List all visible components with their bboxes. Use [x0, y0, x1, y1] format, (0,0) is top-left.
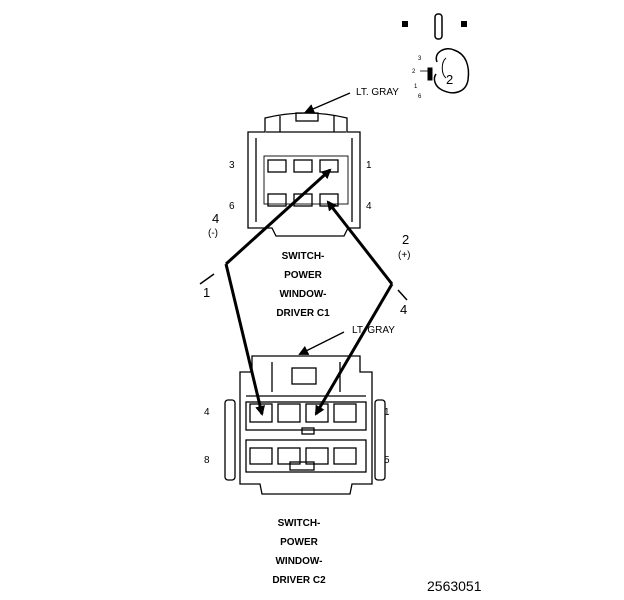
negative-lead-c1-pin: 1 [203, 285, 211, 300]
c2-connector [224, 355, 386, 495]
c1-pin-label: 3 [229, 160, 235, 171]
figure-number: 2563051 [427, 578, 482, 594]
legend-pin-label: 1 [414, 84, 418, 90]
caption-line: DRIVER C2 [272, 575, 326, 586]
positive-lead-to-c1 [326, 200, 394, 285]
c2-cavity [277, 403, 301, 423]
negative-lead-to-c1 [224, 168, 332, 266]
negative-lead-to-c2 [224, 263, 265, 416]
c2-pin-label: 8 [204, 455, 210, 466]
caption-line: POWER [280, 537, 318, 548]
c2-caption: SWITCH- POWER WINDOW- DRIVER C2 [254, 514, 344, 590]
caption-line: SWITCH- [281, 251, 325, 262]
negative-lead-end [199, 273, 215, 285]
negative-lead-sign: (-) [208, 228, 218, 239]
c1-caption: SWITCH- POWER WINDOW- DRIVER C1 [258, 247, 348, 323]
legend-symbol [402, 13, 470, 94]
positive-lead-end [397, 289, 408, 301]
c1-pin-label: 1 [366, 160, 372, 171]
jumper-leads [224, 168, 394, 416]
legend-pin-label: 3 [418, 56, 422, 62]
caption-line: SWITCH- [277, 518, 321, 529]
caption-line: WINDOW- [279, 289, 327, 300]
c2-cavity [249, 447, 273, 465]
c2-cavity [277, 447, 301, 465]
legend-pin-label: 2 [412, 69, 416, 75]
c1-pin-label: 4 [366, 201, 372, 212]
legend-number: 2 [446, 72, 454, 87]
c2-color-label: LT. GRAY [352, 325, 395, 336]
c1-cavity [293, 159, 313, 173]
c2-cavity [333, 403, 357, 423]
c2-cavity [305, 403, 329, 423]
c1-cavity [267, 159, 287, 173]
c2-pin-label: 5 [384, 455, 390, 466]
legend-pin-label: 6 [418, 94, 422, 100]
c1-connector [247, 112, 361, 237]
positive-lead-sign: (+) [398, 250, 411, 261]
positive-lead-pin: 2 [402, 232, 410, 247]
c1-cavity [267, 193, 287, 207]
c2-pin-label: 4 [204, 407, 210, 418]
c1-color-arrow [304, 92, 351, 114]
negative-lead-pin: 4 [212, 211, 220, 226]
positive-lead-to-c2 [314, 283, 394, 416]
c2-pin-label: 1 [384, 407, 390, 418]
c2-color-arrow [298, 331, 345, 355]
caption-line: WINDOW- [275, 556, 323, 567]
caption-line: POWER [284, 270, 322, 281]
c1-pin-label: 6 [229, 201, 235, 212]
c2-cavity [305, 447, 329, 465]
c1-color-label: LT. GRAY [356, 87, 399, 98]
caption-line: DRIVER C1 [276, 308, 330, 319]
positive-lead-c1-pin: 4 [400, 302, 408, 317]
c2-cavity [333, 447, 357, 465]
